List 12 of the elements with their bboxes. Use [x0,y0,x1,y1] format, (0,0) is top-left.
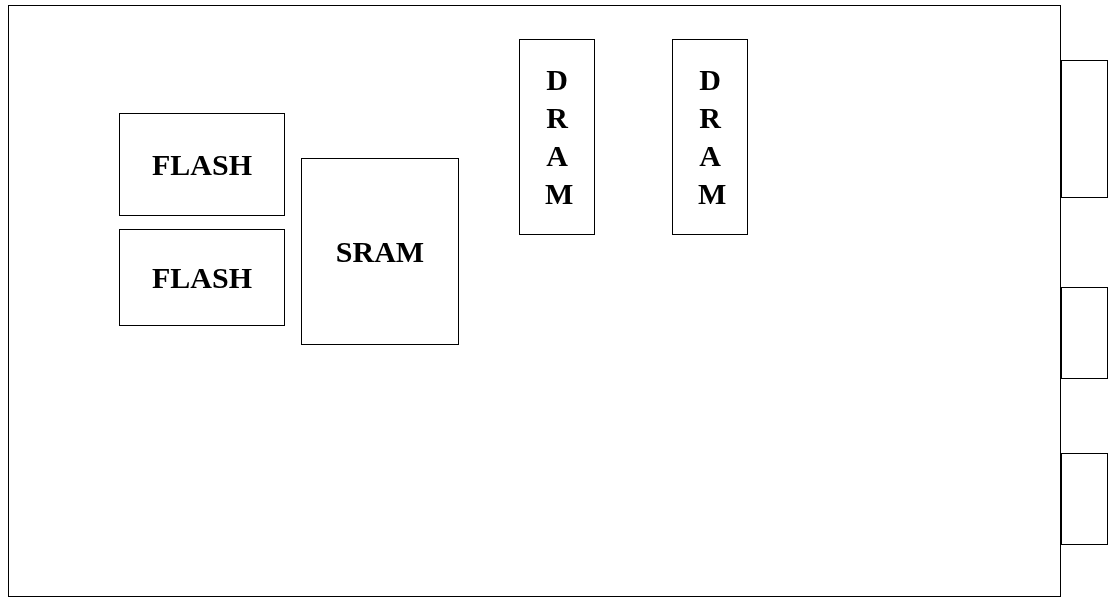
chip-box [519,39,595,235]
connector-box [1061,453,1108,545]
board-outline [8,5,1061,597]
connector-box [1061,60,1108,198]
chip-box [672,39,748,235]
chip-box [119,229,285,326]
chip-label: FLASH [152,260,252,295]
chip-label: FLASH [152,147,252,182]
chip-box [119,113,285,216]
chip-box [301,158,459,345]
chip-label: SRAM [335,234,425,269]
connector-box [1061,287,1108,379]
